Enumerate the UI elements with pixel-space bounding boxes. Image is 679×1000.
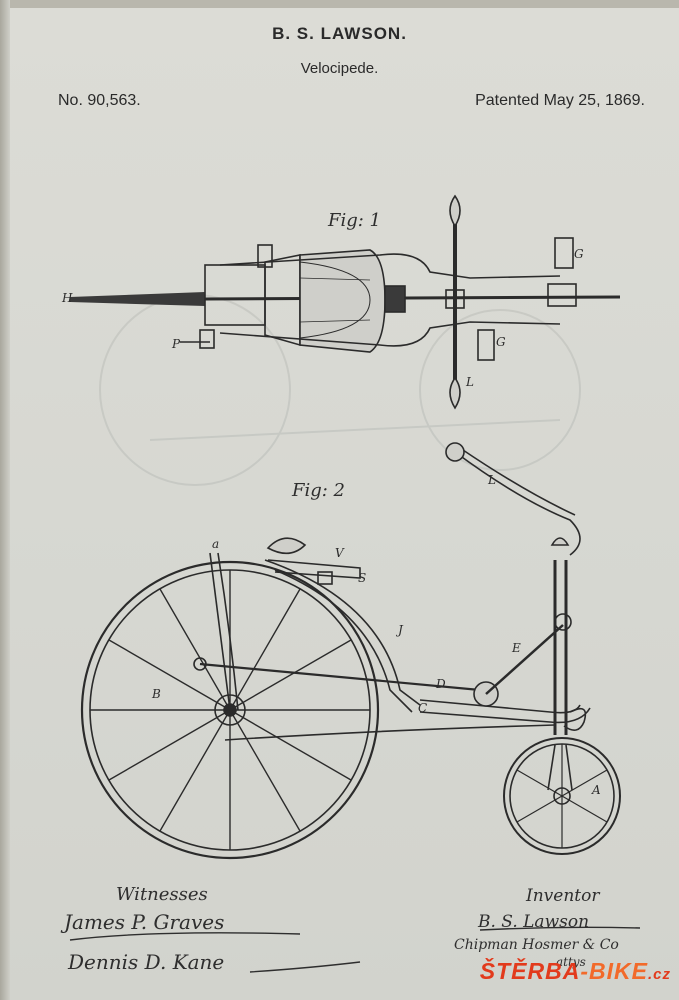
label-L-top: L <box>465 375 474 389</box>
label-J: J <box>395 623 404 637</box>
label-P: P <box>171 337 181 351</box>
page-left-edge <box>0 0 10 1000</box>
ghost-show-through <box>99 294 581 486</box>
figure-2-drawing <box>80 442 621 860</box>
label-a: a <box>212 537 219 551</box>
patent-title: Velocipede. <box>300 60 379 77</box>
figure-1-label: Fig: 1 <box>328 210 382 231</box>
patent-date: Patented May 25, 1869. <box>475 92 645 109</box>
label-A: A <box>591 783 601 797</box>
patent-number: No. 90,563. <box>58 92 141 109</box>
watermark-part-3: .cz <box>647 966 671 983</box>
watermark-part-2: -BIKE <box>580 958 648 984</box>
label-D: D <box>435 677 446 691</box>
label-E: E <box>511 641 521 655</box>
label-G-bottom: G <box>496 335 506 349</box>
site-watermark: ŠTĚRBA-BIKE.cz <box>480 958 671 985</box>
label-S: S <box>358 571 366 585</box>
label-C: C <box>418 701 427 715</box>
figure-1-drawing <box>70 194 621 410</box>
witness-signature-1: James P. Graves <box>64 910 225 934</box>
inventor-header: B. S. LAWSON. <box>272 24 407 43</box>
label-B: B <box>151 687 161 701</box>
witnesses-label: Witnesses <box>116 884 208 905</box>
label-L-fig2: L <box>487 473 496 487</box>
inventor-label: Inventor <box>526 886 600 906</box>
signature-flourishes <box>69 926 641 973</box>
page-top-edge <box>0 0 679 8</box>
watermark-part-1: ŠTĚRBA <box>479 958 581 984</box>
attorney-suffix: attys <box>556 955 586 969</box>
label-V: V <box>335 546 345 560</box>
label-G-top: G <box>574 247 584 261</box>
inventor-signature: B. S. Lawson <box>478 912 590 932</box>
figure-2-label: Fig: 2 <box>292 480 346 501</box>
attorney-signature: Chipman Hosmer & Co <box>454 937 619 953</box>
witness-signature-2: Dennis D. Kane <box>68 950 225 974</box>
label-H: H <box>61 291 73 305</box>
